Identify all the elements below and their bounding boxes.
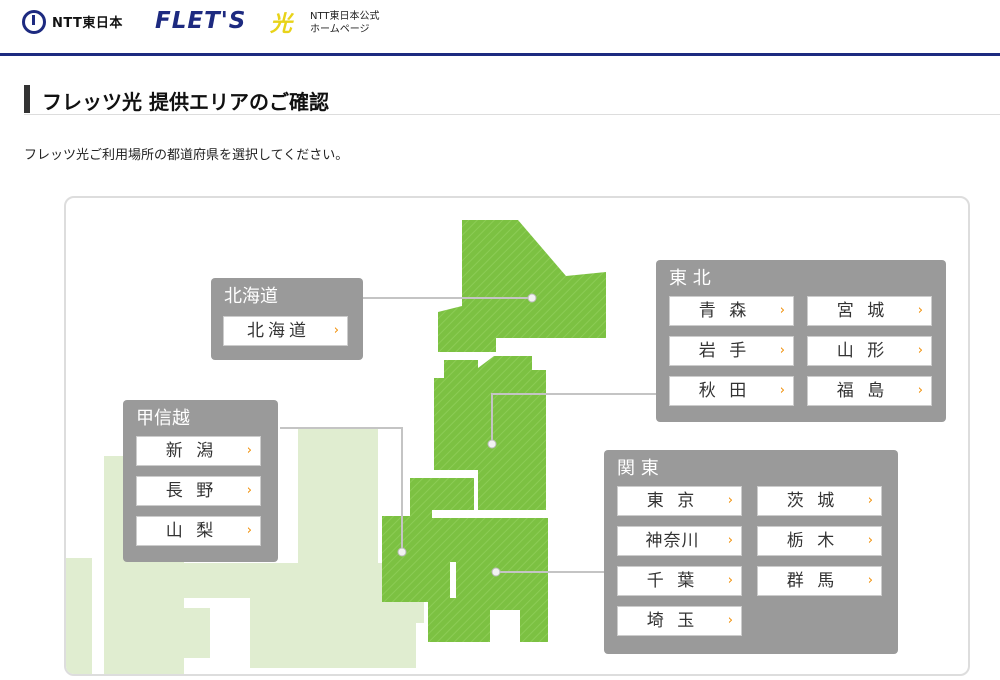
pref-label: 岩 手	[698, 341, 751, 361]
official-line-1: NTT東日本公式	[310, 11, 380, 22]
chevron-right-icon: ›	[917, 343, 923, 358]
region-tohoku: 東 北 青 森 › 宮 城 › 岩 手 › 山 形 › 秋 田 › 福 島 ›	[656, 260, 946, 422]
chevron-right-icon: ›	[917, 383, 923, 398]
pref-label: 埼 玉	[646, 611, 699, 631]
pref-button-saitama[interactable]: 埼 玉 ›	[617, 606, 742, 636]
heading-bar	[24, 85, 30, 113]
pref-button-chiba[interactable]: 千 葉 ›	[617, 566, 742, 596]
intro-text: フレッツ光ご利用場所の都道府県を選択してください。	[24, 148, 349, 163]
pref-button-tokyo[interactable]: 東 京 ›	[617, 486, 742, 516]
pref-button-fukushima[interactable]: 福 島 ›	[807, 376, 932, 406]
chevron-right-icon: ›	[246, 483, 252, 498]
region-title-tohoku: 東 北	[669, 268, 711, 289]
pref-label: 群 馬	[786, 571, 839, 591]
region-kanto: 関 東 東 京 › 茨 城 › 神奈川 › 栃 木 › 千 葉 › 群 馬 › 埼 玉 ›	[604, 450, 898, 654]
kanto-shape	[428, 518, 548, 642]
page-heading: フレッツ光 提供エリアのご確認	[24, 83, 1000, 115]
pref-label: 東 京	[646, 491, 699, 511]
pref-button-gunma[interactable]: 群 馬 ›	[757, 566, 882, 596]
chevron-right-icon: ›	[246, 523, 252, 538]
site-header: NTT東日本 FLET'S 光 NTT東日本公式 ホームページ	[0, 0, 1000, 56]
pref-button-yamagata[interactable]: 山 形 ›	[807, 336, 932, 366]
pref-button-hokkaido[interactable]: 北海道 ›	[223, 316, 348, 346]
chevron-right-icon: ›	[867, 573, 873, 588]
chevron-right-icon: ›	[727, 493, 733, 508]
pref-label: 新 潟	[165, 441, 218, 461]
pref-label: 秋 田	[698, 381, 751, 401]
pref-button-yamanashi[interactable]: 山 梨 ›	[136, 516, 261, 546]
pref-button-niigata[interactable]: 新 潟 ›	[136, 436, 261, 466]
japan-area-map: 北海道 北海道 › 東 北 青 森 › 宮 城 › 岩 手 › 山 形 › 秋 田 › 福 …	[64, 196, 970, 676]
chevron-right-icon: ›	[246, 443, 252, 458]
pref-button-nagano[interactable]: 長 野 ›	[136, 476, 261, 506]
pref-button-miyagi[interactable]: 宮 城 ›	[807, 296, 932, 326]
pref-button-aomori[interactable]: 青 森 ›	[669, 296, 794, 326]
region-title-koshinetsu: 甲信越	[136, 408, 190, 429]
hokkaido-shape	[438, 220, 606, 352]
region-title-hokkaido: 北海道	[224, 286, 278, 307]
pref-label: 山 梨	[165, 521, 218, 541]
pref-label: 北海道	[247, 321, 310, 341]
region-hokkaido: 北海道 北海道 ›	[211, 278, 363, 360]
pref-label: 千 葉	[646, 571, 699, 591]
chevron-right-icon: ›	[727, 573, 733, 588]
page-title: フレッツ光 提供エリアのご確認	[42, 90, 329, 114]
chevron-right-icon: ›	[727, 613, 733, 628]
official-line-2: ホームページ	[310, 24, 370, 35]
pref-label: 長 野	[165, 481, 218, 501]
pref-button-iwate[interactable]: 岩 手 ›	[669, 336, 794, 366]
chevron-right-icon: ›	[727, 533, 733, 548]
chevron-right-icon: ›	[779, 343, 785, 358]
region-koshinetsu: 甲信越 新 潟 › 長 野 › 山 梨 ›	[123, 400, 278, 562]
official-homepage-link[interactable]: NTT東日本公式 ホームページ	[310, 10, 380, 36]
chevron-right-icon: ›	[867, 533, 873, 548]
pref-button-akita[interactable]: 秋 田 ›	[669, 376, 794, 406]
flets-logo[interactable]: FLET'S	[155, 8, 247, 34]
chevron-right-icon: ›	[333, 323, 339, 338]
pref-label: 青 森	[698, 301, 751, 321]
chevron-right-icon: ›	[917, 303, 923, 318]
chevron-right-icon: ›	[867, 493, 873, 508]
pref-button-ibaraki[interactable]: 茨 城 ›	[757, 486, 882, 516]
pref-button-kanagawa[interactable]: 神奈川 ›	[617, 526, 742, 556]
region-title-kanto: 関 東	[617, 458, 659, 479]
pref-label: 山 形	[836, 341, 889, 361]
pref-button-tochigi[interactable]: 栃 木 ›	[757, 526, 882, 556]
chevron-right-icon: ›	[779, 383, 785, 398]
pref-label: 茨 城	[786, 491, 839, 511]
flets-hikari-logo[interactable]: 光	[270, 12, 293, 37]
pref-label: 宮 城	[836, 301, 889, 321]
ntt-logo-icon[interactable]	[22, 10, 46, 34]
pref-label: 栃 木	[786, 531, 839, 551]
pref-label: 神奈川	[645, 531, 700, 551]
koshinetsu-shape	[382, 478, 474, 602]
pref-label: 福 島	[836, 381, 889, 401]
ntt-brand-text[interactable]: NTT東日本	[52, 16, 123, 31]
chevron-right-icon: ›	[779, 303, 785, 318]
